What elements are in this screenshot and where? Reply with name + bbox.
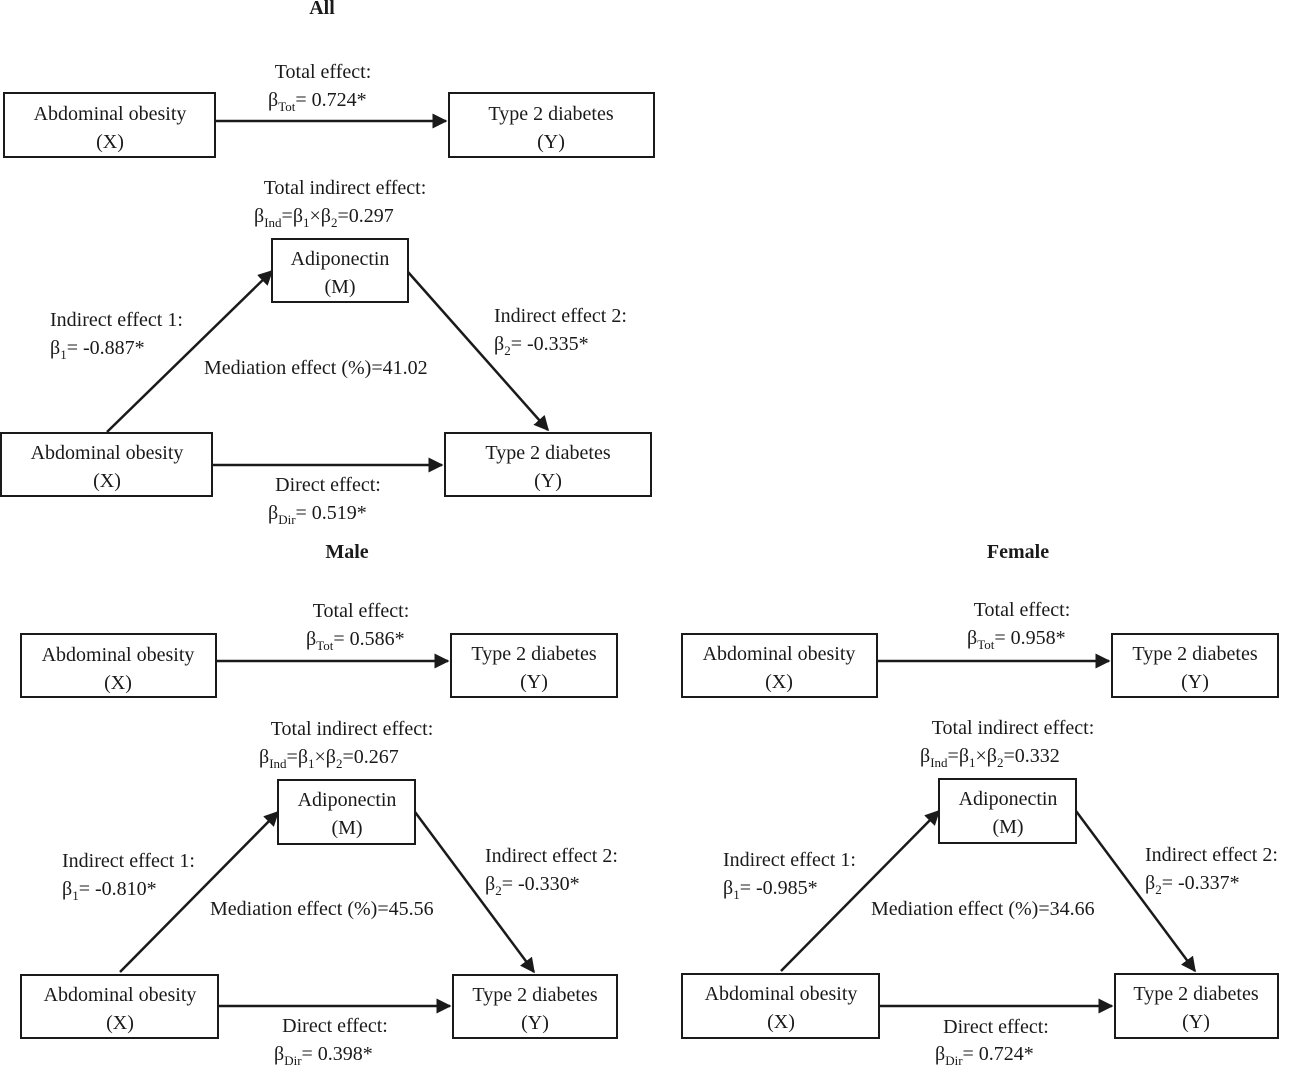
direct-effect-value: βDir= 0.398* <box>274 1043 373 1068</box>
y-box-label: Type 2 diabetes <box>471 643 596 665</box>
mediation-effect: Mediation effect (%)=41.02 <box>204 357 428 379</box>
total-indirect-label: Total indirect effect: <box>932 717 1095 739</box>
total-effect-value: βTot= 0.724* <box>268 89 367 114</box>
total-effect-label: Total effect: <box>275 61 372 83</box>
x-box-direct <box>0 432 213 497</box>
total-indirect-value: βInd=β1×β2=0.297 <box>254 205 394 230</box>
y-box-direct <box>444 432 652 497</box>
indirect2-arrow <box>407 271 549 432</box>
x-box-sub: (X) <box>767 1011 795 1033</box>
total-effect-label: Total effect: <box>974 599 1071 621</box>
total-indirect-label: Total indirect effect: <box>264 177 427 199</box>
x-box-sub: (X) <box>96 131 124 153</box>
total-effect-value: βTot= 0.958* <box>967 627 1066 652</box>
indirect1-arrow <box>106 269 274 433</box>
y-box-sub: (Y) <box>1182 1011 1210 1033</box>
m-box <box>271 238 409 303</box>
m-box-sub: (M) <box>992 816 1023 838</box>
indirect1-value: β1= -0.887* <box>50 337 145 362</box>
m-box-sub: (M) <box>331 817 362 839</box>
total-indirect-value: βInd=β1×β2=0.332 <box>920 745 1060 770</box>
x-box-sub: (X) <box>93 470 121 492</box>
indirect1-label: Indirect effect 1: <box>62 850 195 872</box>
panel-male: Male Abdominal obesity (X) Type 2 diabet… <box>20 541 618 1068</box>
y-box-sub: (Y) <box>521 1012 549 1034</box>
panel-title: Female <box>987 541 1049 563</box>
x-box-label: Abdominal obesity <box>42 644 195 666</box>
y-box-direct <box>1114 973 1279 1039</box>
y-box-label: Type 2 diabetes <box>1133 983 1258 1005</box>
y-box-sub: (Y) <box>537 131 565 153</box>
x-box-total <box>681 633 878 698</box>
y-box-total <box>1111 633 1279 698</box>
indirect2-value: β2= -0.330* <box>485 873 580 898</box>
m-box-label: Adiponectin <box>298 789 397 811</box>
y-box-total <box>448 92 655 158</box>
panel-all: All Abdominal obesity (X) Type 2 diabete… <box>0 0 655 527</box>
indirect1-value: β1= -0.985* <box>723 877 818 902</box>
indirect1-label: Indirect effect 1: <box>50 309 183 331</box>
x-box-label: Abdominal obesity <box>31 442 184 464</box>
y-box-label: Type 2 diabetes <box>1132 643 1257 665</box>
indirect2-label: Indirect effect 2: <box>485 845 618 867</box>
x-box-total <box>20 633 217 698</box>
y-box-label: Type 2 diabetes <box>485 442 610 464</box>
total-effect-label: Total effect: <box>313 600 410 622</box>
direct-effect-label: Direct effect: <box>275 474 381 496</box>
y-box-total <box>450 633 618 698</box>
y-box-label: Type 2 diabetes <box>488 103 613 125</box>
y-box-label: Type 2 diabetes <box>472 984 597 1006</box>
x-box-label: Abdominal obesity <box>705 983 858 1005</box>
x-box-label: Abdominal obesity <box>44 984 197 1006</box>
x-box-label: Abdominal obesity <box>34 103 187 125</box>
x-box-direct <box>20 974 219 1039</box>
indirect2-label: Indirect effect 2: <box>494 305 627 327</box>
y-box-sub: (Y) <box>534 470 562 492</box>
mediation-effect: Mediation effect (%)=34.66 <box>871 898 1095 920</box>
total-indirect-label: Total indirect effect: <box>271 718 434 740</box>
x-box-sub: (X) <box>106 1012 134 1034</box>
m-box-label: Adiponectin <box>959 788 1058 810</box>
x-box-total <box>3 92 216 158</box>
indirect1-label: Indirect effect 1: <box>723 849 856 871</box>
indirect1-value: β1= -0.810* <box>62 878 157 903</box>
indirect1-arrow <box>780 809 941 972</box>
m-box-label: Adiponectin <box>291 248 390 270</box>
y-box-sub: (Y) <box>520 671 548 693</box>
total-indirect-value: βInd=β1×β2=0.267 <box>259 746 399 771</box>
panel-title: Male <box>325 541 368 563</box>
m-box-sub: (M) <box>324 276 355 298</box>
x-box-label: Abdominal obesity <box>703 643 856 665</box>
indirect2-value: β2= -0.335* <box>494 333 589 358</box>
mediation-effect: Mediation effect (%)=45.56 <box>210 898 434 920</box>
indirect1-arrow <box>119 810 280 973</box>
indirect2-label: Indirect effect 2: <box>1145 844 1278 866</box>
panel-female: Female Abdominal obesity (X) Type 2 diab… <box>681 541 1279 1068</box>
total-effect-value: βTot= 0.586* <box>306 628 405 653</box>
y-box-sub: (Y) <box>1181 671 1209 693</box>
direct-effect-label: Direct effect: <box>943 1016 1049 1038</box>
indirect2-arrow <box>413 811 536 974</box>
direct-effect-value: βDir= 0.519* <box>268 502 367 527</box>
x-box-sub: (X) <box>104 672 132 694</box>
panel-title: All <box>309 0 335 19</box>
direct-effect-label: Direct effect: <box>282 1015 388 1037</box>
x-box-direct <box>681 973 880 1039</box>
indirect2-arrow <box>1074 810 1197 973</box>
y-box-direct <box>452 974 618 1039</box>
indirect2-value: β2= -0.337* <box>1145 872 1240 897</box>
x-box-sub: (X) <box>765 671 793 693</box>
direct-effect-value: βDir= 0.724* <box>935 1043 1034 1068</box>
